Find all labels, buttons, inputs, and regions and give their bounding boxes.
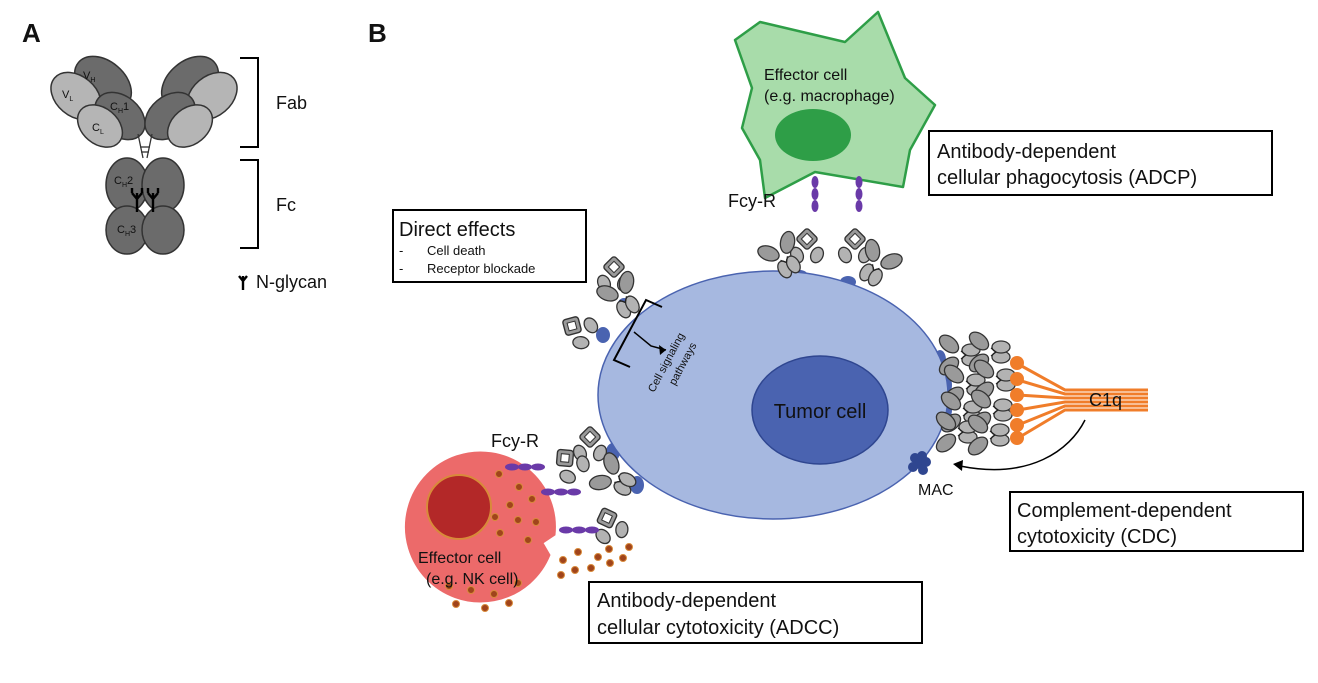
ch3-label: CH3: [117, 224, 136, 238]
n-glycan-legend-icon: [238, 275, 248, 290]
macrophage-cell: [733, 10, 937, 200]
fab-label: Fab: [276, 93, 307, 113]
direct-effects-item2: Receptor blockade: [427, 261, 535, 276]
direct-effects-bullet2: -: [399, 261, 403, 276]
nk-label-line2: (e.g. NK cell): [426, 571, 518, 588]
direct-effects-item1: Cell death: [427, 243, 486, 258]
tumor-cell-label: Tumor cell: [774, 401, 867, 423]
cdc-box: [1009, 491, 1304, 552]
adcc-box: [588, 581, 923, 644]
fab-bracket: [240, 57, 259, 148]
fc-label: Fc: [276, 195, 296, 215]
direct-effects-title: Direct effects: [399, 219, 515, 241]
fcyr-top-receptors: [811, 176, 863, 212]
mac-label: MAC: [918, 482, 954, 499]
antibody: [570, 424, 610, 464]
ch2-label: CH2: [114, 175, 133, 189]
nk-nucleus: [426, 474, 492, 540]
adcp-line2: cellular phagocytosis (ADCP): [937, 167, 1197, 189]
signaling-bracket: [612, 298, 663, 368]
nk-label-line1: Effector cell: [418, 550, 501, 567]
tumor-nucleus: [751, 355, 889, 465]
macrophage-nucleus: [775, 109, 851, 161]
n-glycan-legend-label: N-glycan: [256, 272, 327, 292]
c1q-label: C1q: [1089, 390, 1122, 410]
antibody: [584, 500, 635, 550]
antibody-cluster-cdc: [932, 327, 1016, 460]
nk-granules: [445, 470, 633, 612]
vh-label: VH: [83, 70, 95, 84]
cdc-line1: Complement-dependent: [1017, 500, 1232, 522]
direct-effects-bullet1: -: [399, 243, 403, 258]
cdc-arrow: [959, 419, 1086, 471]
fc-bracket: [240, 159, 259, 249]
panel-b-label: B: [368, 18, 387, 48]
n-glycan-icon: [130, 188, 160, 212]
antibody-schematic: [50, 55, 238, 255]
antibody: [552, 303, 605, 356]
c1q-complex: [1010, 356, 1148, 445]
vl-label: VL: [62, 89, 73, 103]
macrophage-label-line2: (e.g. macrophage): [764, 88, 895, 105]
macrophage-label-line1: Effector cell: [764, 67, 847, 84]
ch1-label: CH1: [110, 101, 129, 115]
panel-a-label: A: [22, 18, 41, 48]
adcc-line2: cellular cytotoxicity (ADCC): [597, 617, 839, 639]
fcyr-left-label: Fcy-R: [491, 431, 539, 451]
adcp-line1: Antibody-dependent: [937, 141, 1116, 163]
fcyr-nk-receptors: [505, 463, 599, 534]
adcc-line1: Antibody-dependent: [597, 590, 776, 612]
fcyr-top-label: Fcy-R: [728, 191, 776, 211]
cl-label: CL: [92, 122, 104, 136]
adcp-box: [928, 130, 1273, 196]
direct-effects-box: [392, 209, 587, 283]
mac-pore-icon: [908, 451, 931, 475]
cdc-line2: cytotoxicity (CDC): [1017, 526, 1177, 548]
